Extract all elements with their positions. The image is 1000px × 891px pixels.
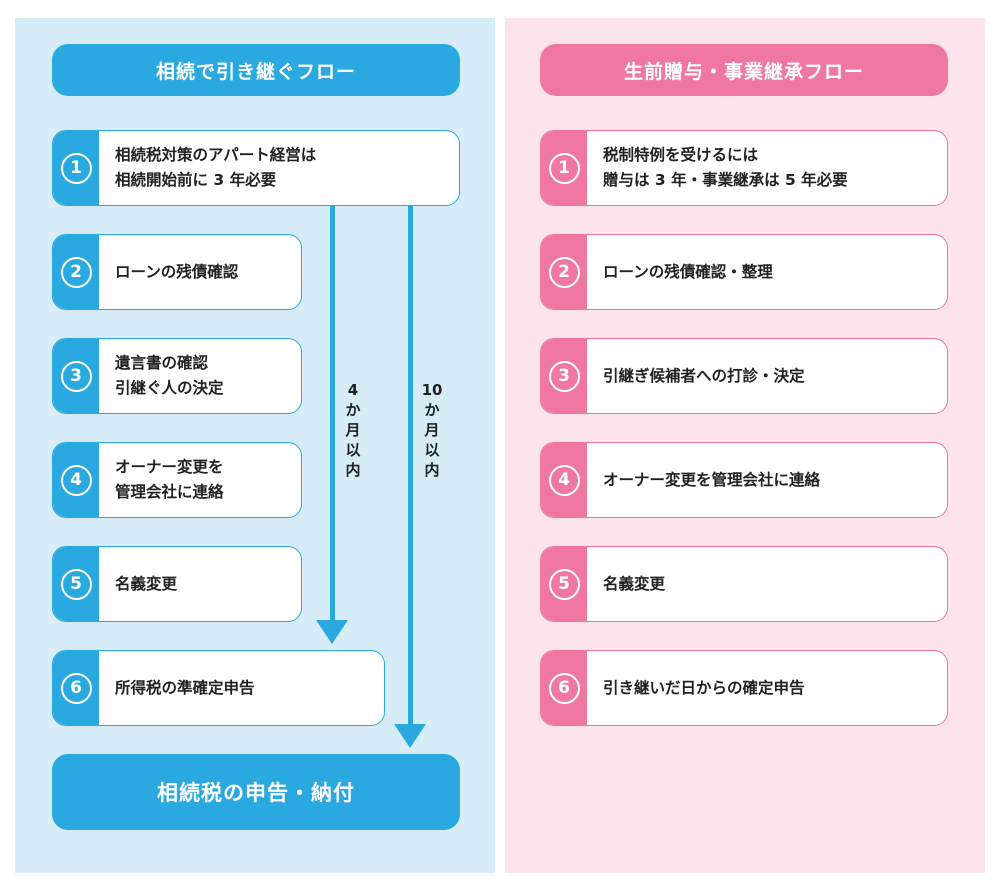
step-text-line1: 名義変更 (115, 574, 178, 593)
step-text-line1: 引継ぎ候補者への打診・決定 (603, 366, 805, 385)
left-step-1: 1 相続税対策のアパート経営は 相続開始前に 3 年必要 (52, 130, 460, 206)
step-text-line2: 贈与は 3 年・事業継承は 5 年必要 (603, 171, 848, 189)
step-number: 5 (60, 568, 92, 600)
inheritance-flow-title: 相続で引き継ぐフロー (52, 44, 460, 96)
right-step-3: 3 引継ぎ候補者への打診・決定 (540, 338, 948, 414)
step-number: 2 (548, 256, 580, 288)
step-number: 6 (60, 672, 92, 704)
inheritance-tax-filing-box: 相続税の申告・納付 (52, 754, 460, 830)
right-step-5: 5 名義変更 (540, 546, 948, 622)
left-step-3: 3 遺言書の確認 引継ぐ人の決定 (52, 338, 302, 414)
right-step-4: 4 オーナー変更を管理会社に連絡 (540, 442, 948, 518)
left-step-2: 2 ローンの残債確認 (52, 234, 302, 310)
ten-month-arrow-line (408, 206, 413, 726)
step-text-line1: 税制特例を受けるには (603, 146, 759, 164)
right-step-1: 1 税制特例を受けるには 贈与は 3 年・事業継承は 5 年必要 (540, 130, 948, 206)
step-text-line2: 引継ぐ人の決定 (115, 379, 224, 397)
gift-succession-flow-title: 生前贈与・事業継承フロー (540, 44, 948, 96)
step-number: 3 (60, 360, 92, 392)
step-number: 1 (548, 152, 580, 184)
step-text-line2: 相続開始前に 3 年必要 (115, 171, 277, 189)
step-text-line1: 所得税の準確定申告 (115, 678, 255, 697)
step-text-line1: オーナー変更を管理会社に連絡 (603, 470, 821, 489)
step-number: 2 (60, 256, 92, 288)
step-text-line1: 遺言書の確認 (115, 354, 209, 372)
step-text-line1: ローンの残債確認・整理 (603, 262, 773, 281)
left-step-4: 4 オーナー変更を 管理会社に連絡 (52, 442, 302, 518)
step-text-line1: オーナー変更を (115, 458, 224, 476)
step-number: 1 (60, 152, 92, 184)
four-month-arrow-line (330, 206, 335, 622)
step-text-line1: 相続税対策のアパート経営は (115, 146, 317, 164)
right-step-2: 2 ローンの残債確認・整理 (540, 234, 948, 310)
four-month-arrow-head (316, 620, 348, 644)
left-step-6: 6 所得税の準確定申告 (52, 650, 385, 726)
four-month-label: 4 か 月 以 内 (345, 381, 361, 479)
right-step-6: 6 引き継いだ日からの確定申告 (540, 650, 948, 726)
step-number: 3 (548, 360, 580, 392)
left-step-5: 5 名義変更 (52, 546, 302, 622)
step-text-line2: 管理会社に連絡 (115, 483, 224, 501)
ten-month-arrow-head (394, 724, 426, 748)
ten-month-label: 10 か 月 以 内 (421, 381, 443, 479)
step-text-line1: ローンの残債確認 (115, 262, 239, 281)
step-number: 4 (548, 464, 580, 496)
step-text-line1: 引き継いだ日からの確定申告 (603, 678, 805, 697)
step-number: 5 (548, 568, 580, 600)
step-number: 4 (60, 464, 92, 496)
step-number: 6 (548, 672, 580, 704)
step-text-line1: 名義変更 (603, 574, 666, 593)
